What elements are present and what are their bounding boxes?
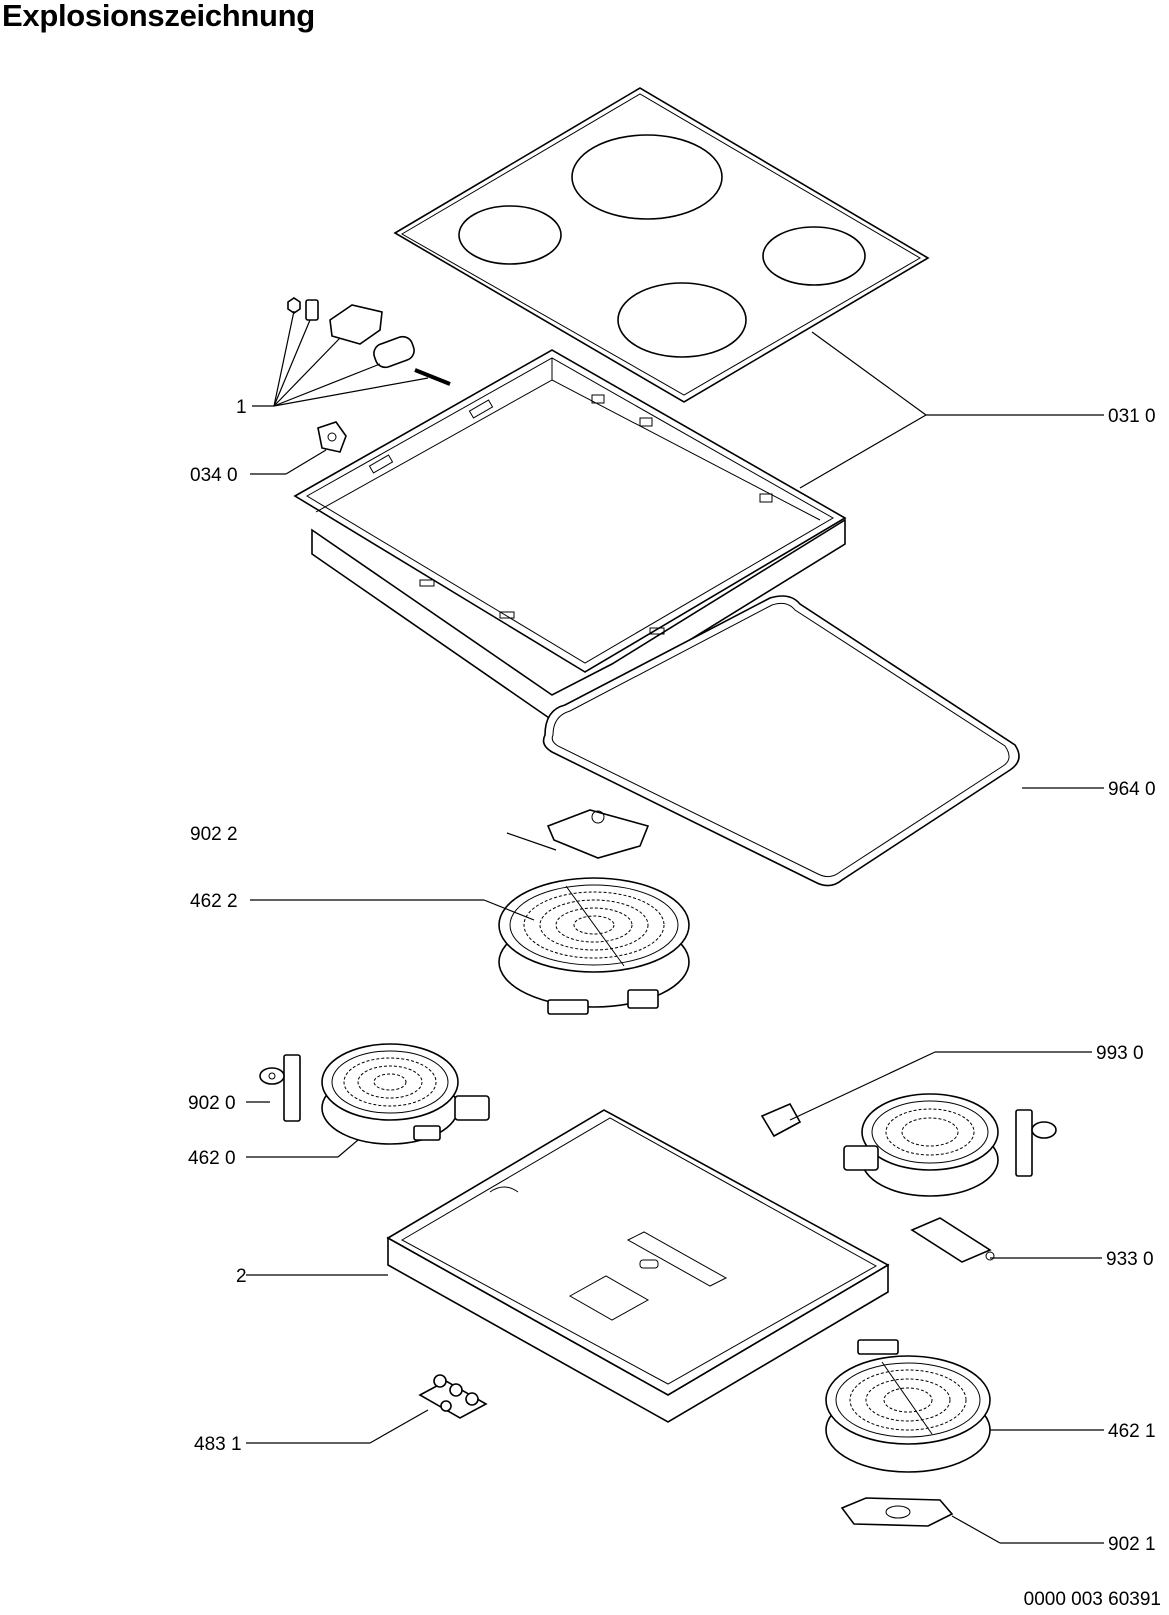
clip-part-034 (317, 421, 347, 453)
clip-part-993 (760, 1102, 802, 1138)
page-title: Explosionszeichnung (2, 0, 315, 33)
bracket-902-2 (546, 809, 650, 859)
leader-lines (246, 310, 1104, 1544)
callout-2: 2 (236, 1266, 247, 1287)
callout-462-1: 462 1 (1108, 1421, 1156, 1442)
callout-933-0: 933 0 (1106, 1249, 1154, 1270)
heating-element-462-2 (498, 877, 690, 1015)
callout-462-0: 462 0 (188, 1148, 236, 1169)
callout-labels: 1 034 0 031 0 964 0 902 2 462 2 993 0 90… (188, 397, 1156, 1555)
callout-993-0: 993 0 (1096, 1043, 1144, 1064)
heating-element-462-0 (321, 1043, 490, 1145)
terminal-block (418, 1374, 488, 1419)
sensor-part-933 (910, 1217, 995, 1263)
heating-element-right-upper (843, 1093, 1057, 1197)
glass-ceramic-top (393, 87, 930, 403)
bracket-902-1 (840, 1497, 954, 1527)
callout-462-2: 462 2 (190, 891, 238, 912)
callout-902-2: 902 2 (190, 824, 238, 845)
cooktop-frame (293, 349, 847, 721)
sealing-gasket (542, 595, 1020, 887)
callout-034-0: 034 0 (190, 465, 238, 486)
heating-element-462-1 (825, 1339, 991, 1473)
bottom-tray (386, 1109, 890, 1423)
bracket-902-0 (259, 1054, 301, 1122)
callout-964-0: 964 0 (1108, 779, 1156, 800)
document-number: 0000 003 60391 (1023, 1589, 1161, 1610)
callout-902-1: 902 1 (1108, 1534, 1156, 1555)
callout-902-0: 902 0 (188, 1093, 236, 1114)
callout-483-1: 483 1 (194, 1434, 242, 1455)
callout-1: 1 (236, 397, 247, 418)
callout-031-0: 031 0 (1108, 406, 1156, 427)
small-parts-group-1 (287, 297, 451, 386)
